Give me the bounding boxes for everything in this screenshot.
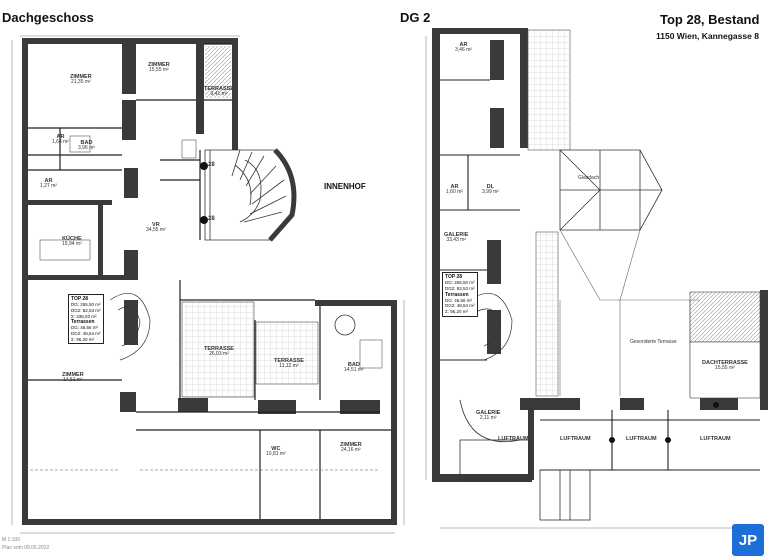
floor-title-dg: Dachgeschoss [2,10,94,25]
room-luftraum-4: Luftraum [700,436,731,442]
room-bad-1: Bad3,96 m² [78,140,95,152]
room-zimmer-1: Zimmer21,35 m² [70,74,92,86]
unit-title: Top 28, Bestand [660,12,760,27]
room-luftraum-3: Luftraum [626,436,657,442]
room-luftraum-2: Luftraum [560,436,591,442]
plan-dg [11,35,405,534]
room-galerie-1: Galerie33,43 m² [444,232,469,244]
floor-title-dg2: DG 2 [400,10,431,25]
stair-marker-1: 28 [208,162,215,168]
room-zimmer-2: Zimmer15,55 m² [148,62,170,74]
room-kueche: Küche15,94 m² [62,236,82,248]
room-luftraum-1: Luftraum [498,436,529,442]
plan-dg2 [425,28,768,529]
courtyard-label: INNENHOF [324,182,366,191]
address: 1150 Wien, Kannegasse 8 [656,31,759,41]
room-zimmer-3: Zimmer14,51 m² [62,372,84,384]
scale-note: M 1:100 [2,537,21,543]
room-galerie-2: Galerie2,11 m² [476,410,501,422]
date-note: Plan vom 09.05.2022 [2,545,50,551]
jp-logo: JP [732,524,764,556]
room-dachterrasse: Dachterrasse15,55 m² [702,360,748,372]
glass-roof-label: Glasdach [578,175,600,181]
room-terrasse-1: Terrasse9,41 m² [204,86,234,98]
summary-box-dg2: TOP 28 DG: 255,50 m² DG2: 82,53 m² Terra… [442,272,478,317]
room-bad-2: Bad14,51 m² [344,362,364,374]
stair-marker-2: 28 [208,216,215,222]
summary-box-dg: TOP 28 DG: 255,50 m² DG2: 82,53 m² Σ: 33… [68,294,104,345]
room-terrasse-2: Terrasse26,03 m² [204,346,234,358]
room-zimmer-4: Zimmer24,16 m² [340,442,362,454]
room-terrasse-3: Terrasse11,12 m² [274,358,304,370]
neighbor-terrace-label: Gesonderte Terrasse [630,339,677,345]
